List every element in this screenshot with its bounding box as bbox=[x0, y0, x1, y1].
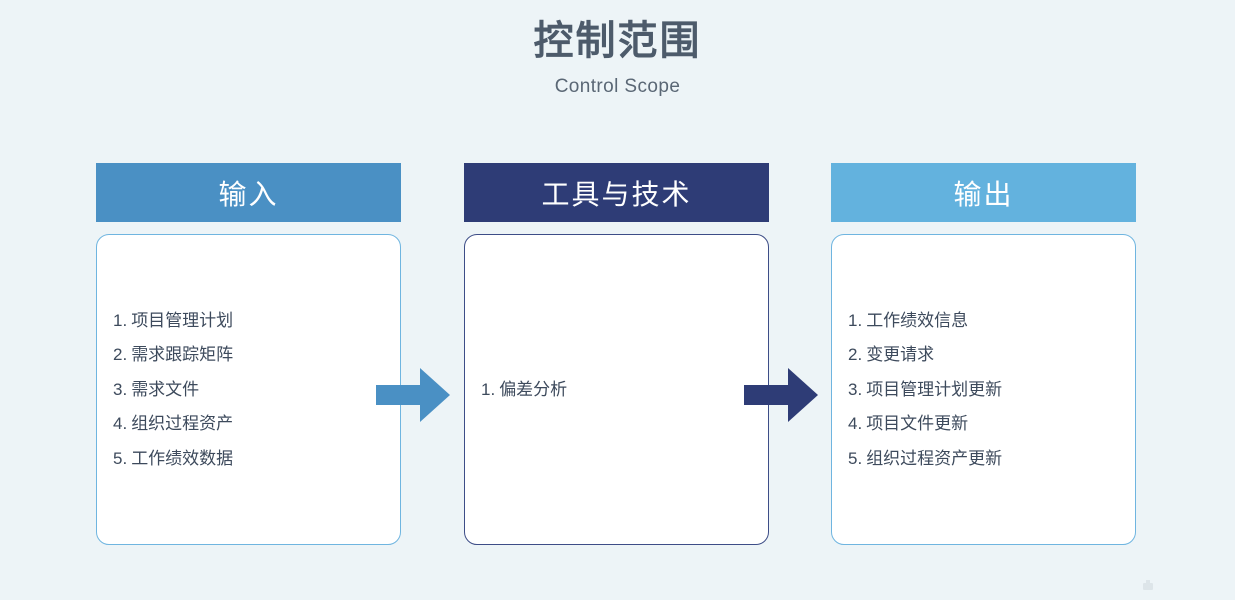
page-title-block: 控制范围 Control Scope bbox=[0, 14, 1235, 98]
list-item-label: 组织过程资产 bbox=[131, 414, 234, 434]
list-item-number: 3. bbox=[848, 379, 863, 399]
list-item-label: 偏差分析 bbox=[499, 379, 568, 399]
list-item-number: 4. bbox=[848, 414, 863, 434]
list-item-label: 组织过程资产更新 bbox=[866, 448, 1003, 468]
list-item-number: 5. bbox=[113, 448, 128, 468]
page-title: 控制范围 bbox=[533, 19, 702, 63]
list-item: 3.项目管理计划更新 bbox=[848, 377, 1119, 403]
column-header-output: 输出 bbox=[831, 163, 1136, 222]
list-item-label: 项目管理计划 bbox=[131, 310, 234, 330]
list-item-label: 需求跟踪矩阵 bbox=[131, 345, 234, 365]
list-item-number: 2. bbox=[848, 345, 863, 365]
watermark-icon bbox=[1140, 578, 1156, 594]
arrow-right-icon-tools-to-output bbox=[744, 366, 818, 424]
column-card-tools: 1.偏差分析 bbox=[464, 234, 769, 545]
list-item-number: 2. bbox=[113, 345, 128, 365]
column-header-input: 输入 bbox=[96, 163, 401, 222]
page-subtitle: Control Scope bbox=[554, 76, 681, 97]
list-item-label: 项目管理计划更新 bbox=[866, 379, 1003, 399]
column-card-input: 1.项目管理计划 2.需求跟踪矩阵 3.需求文件 4.组织过程资产 5.工作绩效… bbox=[96, 234, 401, 545]
column-input: 输入 1.项目管理计划 2.需求跟踪矩阵 3.需求文件 4.组织过程资产 5.工… bbox=[96, 163, 401, 545]
list-item-label: 工作绩效信息 bbox=[866, 310, 969, 330]
list-item-label: 需求文件 bbox=[131, 379, 200, 399]
list-item: 1.偏差分析 bbox=[481, 377, 752, 403]
column-card-output: 1.工作绩效信息 2.变更请求 3.项目管理计划更新 4.项目文件更新 5.组织… bbox=[831, 234, 1136, 545]
column-output: 输出 1.工作绩效信息 2.变更请求 3.项目管理计划更新 4.项目文件更新 5… bbox=[831, 163, 1136, 545]
list-item-number: 3. bbox=[113, 379, 128, 399]
arrow-right-icon-input-to-tools bbox=[376, 366, 450, 424]
list-item-number: 1. bbox=[113, 310, 128, 330]
column-tools: 工具与技术 1.偏差分析 bbox=[464, 163, 769, 545]
list-item-number: 4. bbox=[113, 414, 128, 434]
list-item-number: 5. bbox=[848, 448, 863, 468]
list-item: 2.变更请求 bbox=[848, 342, 1119, 368]
input-item-list: 1.项目管理计划 2.需求跟踪矩阵 3.需求文件 4.组织过程资产 5.工作绩效… bbox=[113, 299, 384, 481]
list-item: 1.项目管理计划 bbox=[113, 308, 384, 334]
list-item-label: 项目文件更新 bbox=[866, 414, 969, 434]
list-item: 2.需求跟踪矩阵 bbox=[113, 342, 384, 368]
tools-item-list: 1.偏差分析 bbox=[481, 377, 752, 403]
list-item: 5.组织过程资产更新 bbox=[848, 446, 1119, 472]
list-item: 4.项目文件更新 bbox=[848, 411, 1119, 437]
list-item-number: 1. bbox=[481, 379, 496, 399]
column-header-tools: 工具与技术 bbox=[464, 163, 769, 222]
list-item: 4.组织过程资产 bbox=[113, 411, 384, 437]
list-item-number: 1. bbox=[848, 310, 863, 330]
list-item-label: 变更请求 bbox=[866, 345, 935, 365]
list-item: 3.需求文件 bbox=[113, 377, 384, 403]
output-item-list: 1.工作绩效信息 2.变更请求 3.项目管理计划更新 4.项目文件更新 5.组织… bbox=[848, 299, 1119, 481]
list-item: 5.工作绩效数据 bbox=[113, 446, 384, 472]
list-item: 1.工作绩效信息 bbox=[848, 308, 1119, 334]
list-item-label: 工作绩效数据 bbox=[131, 448, 234, 468]
